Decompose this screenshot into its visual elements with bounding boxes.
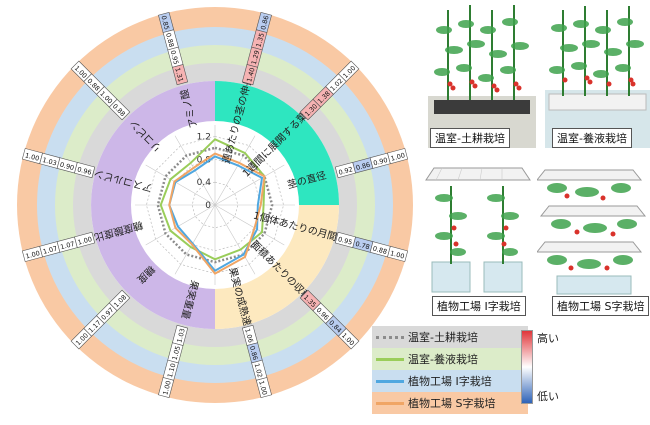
legend-item-factory-i: 植物工場 I字栽培	[372, 370, 528, 392]
value-box-text: 1.00	[25, 249, 41, 260]
value-box-text: 1.05	[171, 345, 182, 361]
value-box	[108, 98, 131, 121]
tomato-plants-image	[545, 6, 650, 148]
photo-caption-greenhouse-soil: 温室-土耕栽培	[430, 128, 510, 148]
scale-high-label: 高い	[537, 332, 559, 345]
radar-spoke	[145, 164, 216, 206]
legend-label-factory-i: 植物工場 I字栽培	[408, 375, 492, 388]
value-box	[241, 64, 258, 86]
radar-spoke	[214, 204, 256, 275]
value-box	[74, 162, 96, 179]
value-box-text: 0.90	[372, 156, 388, 167]
value-box-text: 1.00	[390, 151, 406, 162]
value-box-text: 1.29	[250, 49, 261, 65]
value-box-text: 1.35	[254, 32, 265, 48]
legend-item-hydro: 温室-養液栽培	[372, 348, 528, 370]
value-box-text: 1.40	[245, 67, 256, 83]
photo-plant-factory-s	[535, 158, 650, 298]
value-box-group: 1.00 1.101.051.03	[158, 324, 189, 399]
value-box-group: 0.850.880.95 1.31	[158, 11, 189, 86]
value-box	[334, 162, 356, 179]
legend-item-soil: 温室-土耕栽培	[372, 326, 528, 348]
value-box-text: 1.07	[42, 244, 58, 255]
value-box-group: 1.00 1.020.861.06	[241, 324, 272, 399]
value-box-text: 0.88	[164, 32, 175, 48]
sector-yield	[215, 205, 339, 329]
radar-spoke	[214, 164, 285, 206]
legend-swatch-factory-i	[376, 379, 404, 383]
value-box-text: 1.02	[253, 362, 264, 378]
legend-label-factory-s: 植物工場 S字栽培	[408, 397, 496, 410]
value-box	[241, 324, 258, 346]
value-box-text: 1.06	[243, 328, 254, 344]
value-box-group: 1.000.900.860.92	[334, 148, 409, 179]
value-box-group: 1.000.880.780.95	[334, 231, 409, 262]
legend: 温室-土耕栽培 温室-養液栽培 植物工場 I字栽培 植物工場 S字栽培	[372, 326, 528, 414]
radar-tick-label: 0	[205, 201, 211, 211]
photo-greenhouse-soil	[428, 0, 536, 148]
radar-tick-label: 1.2	[197, 132, 211, 142]
legend-swatch-soil	[376, 335, 404, 339]
radar-spoke	[214, 135, 256, 206]
value-box-text: 1.00	[161, 380, 172, 396]
value-box-text: 1.00	[257, 380, 268, 396]
value-box-text: 1.00	[77, 235, 93, 246]
radar-spoke	[214, 204, 285, 246]
photo-caption-plant-factory-i: 植物工場 I字栽培	[432, 296, 526, 316]
value-box	[74, 231, 96, 248]
value-box-text: 1.03	[42, 156, 58, 167]
color-scale-bar	[521, 330, 533, 404]
series-line-2	[168, 155, 264, 272]
value-box	[299, 289, 322, 312]
value-box	[172, 324, 189, 346]
legend-label-soil: 温室-土耕栽培	[408, 331, 478, 344]
value-box-text: 0.90	[59, 161, 75, 172]
legend-label-hydro: 温室-養液栽培	[408, 353, 478, 366]
series-line-0	[156, 146, 274, 264]
value-box-text: 0.95	[169, 49, 180, 65]
value-box-text: 1.00	[24, 151, 40, 162]
value-box-group: 1.000.881.000.88	[70, 60, 131, 121]
tomato-plants-image	[425, 167, 531, 293]
value-box-text: 0.95	[337, 235, 353, 246]
photo-caption-greenhouse-hydroponic: 温室-養液栽培	[552, 128, 632, 148]
value-box-text: 1.03	[175, 328, 186, 344]
value-box-text: 0.78	[354, 240, 370, 251]
value-box	[172, 64, 189, 86]
radar-spoke	[145, 204, 216, 246]
value-box-text: 0.88	[372, 244, 388, 255]
radar-tick-label: 0.4	[197, 178, 212, 188]
photo-caption-plant-factory-s: 植物工場 S字栽培	[552, 296, 650, 316]
value-box-text: 1.10	[166, 362, 177, 378]
value-box-text: 1.31	[173, 67, 184, 83]
scale-low-label: 低い	[537, 390, 559, 403]
legend-swatch-factory-s	[376, 401, 404, 405]
value-box-text: 1.07	[59, 240, 75, 251]
tomato-plants-image	[535, 169, 647, 295]
value-box-text: 0.86	[248, 345, 259, 361]
photo-plant-factory-i	[422, 158, 534, 298]
legend-item-factory-s: 植物工場 S字栽培	[372, 392, 528, 414]
value-box-text: 1.00	[389, 249, 405, 260]
value-box-text: 0.86	[355, 161, 371, 172]
value-box-text: 0.92	[338, 165, 354, 176]
value-box-group: 0.861.351.29 1.40	[241, 11, 272, 86]
value-box	[108, 289, 131, 312]
value-box-text: 0.96	[76, 165, 92, 176]
value-box-text: 0.85	[159, 15, 170, 31]
radar-spoke	[174, 204, 216, 275]
legend-swatch-hydro	[376, 357, 404, 361]
photo-greenhouse-hydroponic	[545, 0, 650, 148]
color-scale: 高い 低い	[515, 330, 559, 404]
sector-growth	[215, 81, 339, 205]
value-box	[299, 98, 322, 121]
value-box	[334, 231, 356, 248]
value-box-text: 0.86	[259, 15, 270, 31]
tomato-plants-image	[428, 5, 536, 148]
series-line-3	[168, 152, 266, 275]
